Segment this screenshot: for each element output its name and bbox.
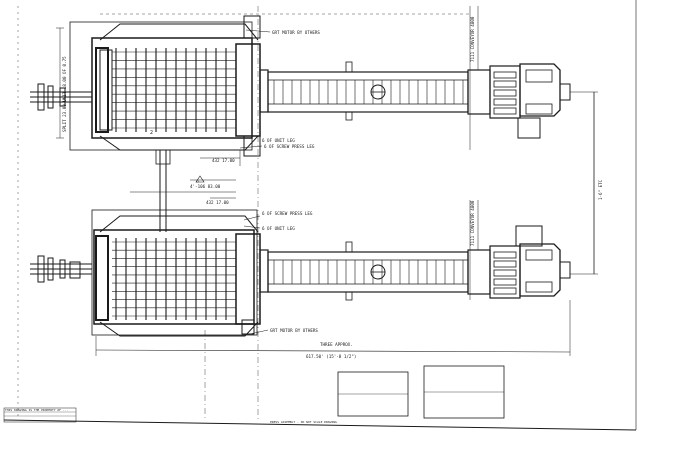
revision-mark: △ <box>196 178 199 184</box>
callout-center-dim: 4'-106 83.00 <box>190 184 221 189</box>
footer-note: PRESS ASSEMBLY - DO NOT SCALE DRAWING <box>270 420 337 424</box>
inlet-pipe-top <box>30 83 92 111</box>
motor-housing-bottom <box>519 243 561 297</box>
press-frame-bottom <box>91 209 258 336</box>
screen-slats-bottom <box>112 238 236 320</box>
callout-motor-bottom: GRT MOTOR BY OTHERS <box>270 328 318 333</box>
gear-tooth-block <box>493 278 517 286</box>
conveyor-bottom <box>267 251 469 293</box>
callout-spacing-dim: 1-6" ETC <box>598 179 603 200</box>
callout-overall-length: THREE APPROX. <box>320 342 353 347</box>
conveyor-ribs-top <box>273 80 464 104</box>
gear-tooth-block <box>493 251 517 259</box>
callout-unit-leg-bottom: 6 OF UNIT LEG <box>262 226 295 231</box>
conveyor-ribs-bottom <box>273 260 464 284</box>
gear-tooth-block <box>493 107 517 115</box>
title-block <box>3 365 505 423</box>
title-block-note: THIS DRAWING IS THE PROPERTY OF ... <box>5 408 68 412</box>
callout-vertical-dim: SPLIT 23.00 UNIT 18.00 OF 0.75 <box>62 56 67 132</box>
gearbox-detail-top <box>493 71 517 115</box>
motor-housing-top <box>519 63 561 117</box>
gear-tooth-block <box>493 89 517 97</box>
callout-overall-dim: 617.50' (15'-8 1/2") <box>306 354 356 359</box>
callout-conveyor-bottom: 7111 CONVEYOR 4800 <box>470 200 475 246</box>
callout-motor-top: GRT MOTOR BY OTHERS <box>272 30 320 35</box>
gear-tooth-block <box>493 98 517 106</box>
callout-screw-press-legs-mid: 6 OF SCREW PRESS LEG <box>262 211 313 216</box>
motor-spacing-dimension <box>570 91 598 275</box>
callout-screw-press-legs-top: 6 OF SCREW PRESS LEG <box>264 144 315 149</box>
callout-dim-left-mid: 432 17.00 <box>206 200 229 205</box>
gearbox-detail-bottom <box>493 251 517 295</box>
gearbox-top <box>489 65 521 119</box>
section-mark: 2 <box>150 130 153 136</box>
callout-dim-left-top: 432 17.00 <box>212 158 235 163</box>
gear-tooth-block <box>493 260 517 268</box>
screen-slats-top <box>112 48 236 132</box>
gear-tooth-block <box>493 269 517 277</box>
callout-unit-leg-top: 6 OF UNIT LEG <box>262 138 295 143</box>
conveyor-top <box>267 71 469 113</box>
callout-conveyor-top: 7111 CONVEYOR 4800 <box>470 16 475 62</box>
bottom-press-assembly <box>30 200 571 356</box>
inlet-pipe-bottom <box>30 255 92 283</box>
gear-tooth-block <box>493 80 517 88</box>
center-coupling <box>130 149 236 232</box>
gear-tooth-block <box>493 71 517 79</box>
top-press-assembly: 2 <box>30 6 571 166</box>
sheet-border <box>3 0 637 431</box>
gear-tooth-block <box>493 287 517 295</box>
gearbox-bottom <box>489 245 521 299</box>
